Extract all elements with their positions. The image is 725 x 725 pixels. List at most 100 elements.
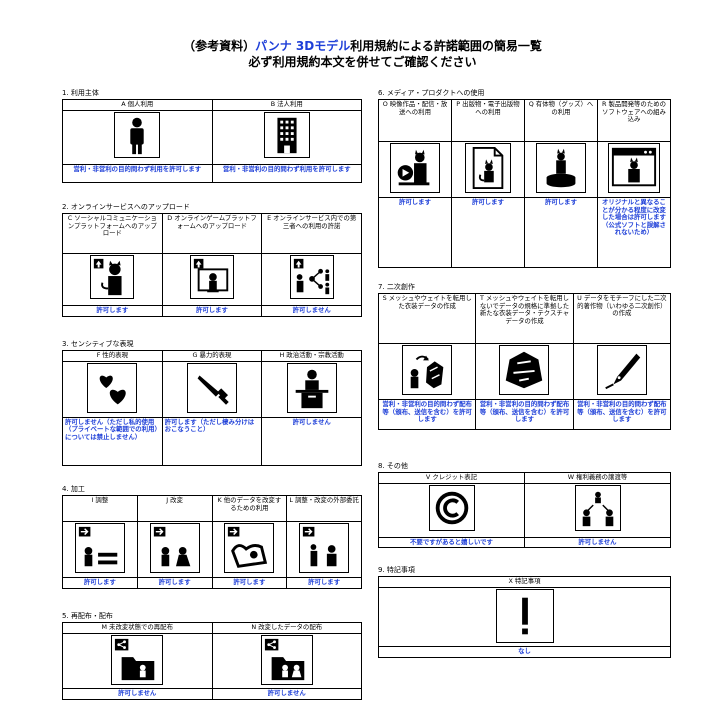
column-label: A 個人利用 (62, 99, 213, 111)
permission-text: 許可します (161, 305, 263, 317)
title-suffix: 利用規約による許諾範囲の簡易一覧 (350, 39, 542, 53)
permission-table: C ソーシャルコミュニケーションプラットフォームへのアップロード D オンライン… (62, 213, 362, 317)
adjust-icon (74, 523, 125, 573)
permission-text: 許可します (62, 577, 138, 589)
column-label: J 改変 (136, 495, 213, 522)
column-label: L 調整・改変の外部委託 (286, 495, 362, 522)
permission-text: 許可しません (211, 688, 362, 700)
section-special-notes: 9. 特記事項 X 特記事項 なし (378, 566, 671, 658)
column-label: G 暴力的表現 (161, 350, 263, 362)
section-heading: 7. 二次創作 (378, 283, 415, 291)
permission-text: 許可します (286, 577, 362, 589)
transfer-icon (574, 484, 621, 531)
modify-icon (149, 523, 200, 573)
permission-text: 許可しません (62, 688, 213, 700)
column-label: T メッシュやウェイトを転用しないでデータの規格に準拠した新たな衣装データ・テク… (475, 293, 574, 344)
permission-text: 許可しません (524, 536, 671, 549)
permission-table: I 調整 J 改変 K 他のデータを改変するための利用 L 調整・改変の外部委託… (62, 495, 362, 589)
section-heading: 9. 特記事項 (378, 566, 415, 574)
share-modified-folder-icon (260, 634, 313, 685)
permission-text: 許可します (378, 197, 452, 268)
permission-text: 営利・非営利の目的問わず利用を許可します (62, 163, 213, 183)
outsource-icon (299, 523, 350, 573)
column-label: N 改変したデータの配布 (211, 622, 362, 634)
column-label: C ソーシャルコミュニケーションプラットフォームへのアップロード (62, 213, 163, 254)
column-label: E オンラインサービス内での第三者への利用の許諾 (261, 213, 362, 254)
column-label: Q 有体物（グッズ）への利用 (524, 99, 598, 142)
video-icon (390, 143, 440, 193)
building-icon (263, 111, 310, 158)
permission-text: 許可しません (261, 305, 362, 317)
page-title: （参考資料）パンナ 3Dモデル利用規約による許諾範囲の簡易一覧 (0, 38, 725, 54)
permission-text: 営利・非営利の目的問わず利用を許可します (211, 163, 362, 183)
column-label: M 未改変状態での再配布 (62, 622, 213, 634)
permission-text: 許可しません (261, 416, 362, 466)
column-label: P 出版物・電子出版物への利用 (451, 99, 525, 142)
permission-text: オリジナルと異なることが分かる程度に改変した場合は許可します（公式ソフトと誤解さ… (597, 197, 671, 268)
permission-text: 許可します（ただし棲み分けはおこなうこと） (161, 416, 263, 466)
permission-table: A 個人利用 B 法人利用 営利・非営利の目的問わず利用を許可します 営利・非営… (62, 99, 362, 183)
section-sensitive: 3. センシティブな表現 F 性的表現 G 暴力的表現 H 政治活動・宗教活動 … (62, 340, 362, 466)
section-heading: 3. センシティブな表現 (62, 340, 134, 348)
permission-text: 許可します (451, 197, 525, 268)
software-icon (608, 143, 660, 193)
section-heading: 6. メディア・プロダクトへの使用 (378, 89, 485, 97)
column-label: R 製品開発等のためのソフトウェアへの組み込み (597, 99, 671, 142)
upload-share-icon (289, 255, 334, 299)
section-derivative-works: 7. 二次創作 S メッシュやウェイトを転用した衣装データの作成 T メッシュや… (377, 283, 672, 430)
mesh-transfer-icon (402, 345, 453, 395)
column-label: X 特記事項 (378, 576, 671, 588)
knife-icon (186, 362, 237, 413)
share-folder-icon (111, 634, 164, 685)
title-prefix: （参考資料） (183, 39, 256, 53)
permission-text: 許可しません（ただし私的使用（プライベートな範囲での利用）については禁止しません… (62, 416, 163, 466)
permission-table: M 未改変状態での再配布 N 改変したデータの配布 許可しません 許可しません (62, 622, 362, 700)
permission-text: 営利・非営利の目的問わず配布等（頒布、送信を含む）を許可します (572, 399, 672, 430)
permission-table: S メッシュやウェイトを転用した衣装データの作成 T メッシュやウェイトを転用し… (377, 293, 672, 430)
permission-text: なし (378, 646, 671, 658)
person-icon (114, 111, 161, 158)
permission-text: 営利・非営利の目的問わず配布等（頒布、送信を含む）を許可します (475, 399, 574, 430)
column-label: W 権利義務の譲渡等 (524, 472, 671, 484)
permission-table: O 映像作品・配信・放送への利用 P 出版物・電子出版物への利用 Q 有体物（グ… (378, 99, 671, 268)
column-label: K 他のデータを改変するための利用 (211, 495, 288, 522)
permission-table: F 性的表現 G 暴力的表現 H 政治活動・宗教活動 許可しません（ただし私的使… (62, 350, 362, 466)
section-heading: 2. オンラインサービスへのアップロード (62, 203, 190, 211)
column-label: F 性的表現 (62, 350, 163, 362)
page-subtitle: 必ず利用規約本文を併せてご確認ください (248, 55, 477, 69)
permission-text: 許可します (211, 577, 288, 589)
figure-icon (536, 143, 586, 193)
new-costume-icon (499, 345, 550, 395)
podium-icon (286, 362, 337, 413)
permission-table: X 特記事項 なし (378, 576, 671, 658)
permission-text: 許可します (62, 305, 163, 317)
section-media-products: 6. メディア・プロダクトへの使用 O 映像作品・配信・放送への利用 P 出版物… (378, 89, 671, 268)
section-heading: 1. 利用主体 (62, 89, 99, 97)
permission-text: 許可します (136, 577, 213, 589)
column-label: B 法人利用 (211, 99, 362, 111)
upload-monitor-icon (189, 255, 234, 299)
section-heading: 5. 再配布・配布 (62, 612, 113, 620)
exclamation-icon (495, 588, 554, 643)
column-label: H 政治活動・宗教活動 (261, 350, 362, 362)
section-redistribution: 5. 再配布・配布 M 未改変状態での再配布 N 改変したデータの配布 許可しま… (62, 612, 362, 700)
column-label: U データをモチーフにした二次的著作物（いわゆる二次創作）の作成 (572, 293, 672, 344)
document-icon (465, 143, 511, 193)
copyright-icon (428, 484, 475, 531)
hearts-icon (87, 362, 138, 413)
column-label: S メッシュやウェイトを転用した衣装データの作成 (377, 293, 477, 344)
section-heading: 8. その他 (378, 462, 408, 470)
modify-other-icon (224, 523, 275, 573)
column-label: D オンラインゲームプラットフォームへのアップロード (161, 213, 263, 254)
section-other: 8. その他 V クレジット表記 W 権利義務の譲渡等 不要ですがあると嬉しいで… (378, 462, 671, 549)
section-heading: 4. 加工 (62, 485, 85, 493)
permission-table: V クレジット表記 W 権利義務の譲渡等 不要ですがあると嬉しいです 許可しませ… (378, 472, 671, 549)
pen-nib-icon (596, 345, 647, 395)
permission-text: 許可します (524, 197, 598, 268)
permission-text: 不要ですがあると嬉しいです (378, 536, 525, 549)
section-online-upload: 2. オンラインサービスへのアップロード C ソーシャルコミュニケーションプラッ… (62, 203, 362, 317)
title-highlight: パンナ 3Dモデル (255, 39, 351, 53)
column-label: O 映像作品・配信・放送への利用 (378, 99, 452, 142)
section-usage-subject: 1. 利用主体 A 個人利用 B 法人利用 営利・非営利の目的問わず利用を許可し… (62, 89, 362, 183)
column-label: V クレジット表記 (378, 472, 525, 484)
